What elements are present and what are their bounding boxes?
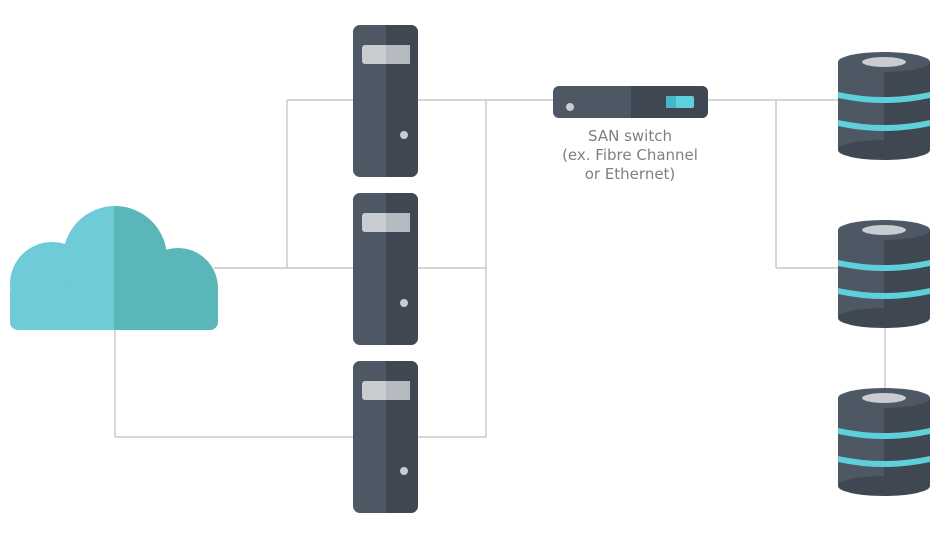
storage-icon <box>838 220 930 328</box>
san-switch-label-line2: (ex. Fibre Channel <box>562 146 698 164</box>
san-switch-icon <box>553 86 708 118</box>
power-led <box>400 299 408 307</box>
power-led <box>400 131 408 139</box>
cloud-icon <box>10 206 218 330</box>
switch-led <box>566 103 574 111</box>
server-icon <box>353 25 418 177</box>
san-switch-label: SAN switch (ex. Fibre Channel or Etherne… <box>540 127 720 184</box>
server-icon <box>353 361 418 513</box>
san-switch-label-line1: SAN switch <box>588 127 672 145</box>
san-switch-label-line3: or Ethernet) <box>584 165 676 183</box>
server-icon <box>353 193 418 345</box>
connection-lines <box>114 99 886 438</box>
storage-icon <box>838 388 930 496</box>
power-led <box>400 467 408 475</box>
storage-icon <box>838 52 930 160</box>
